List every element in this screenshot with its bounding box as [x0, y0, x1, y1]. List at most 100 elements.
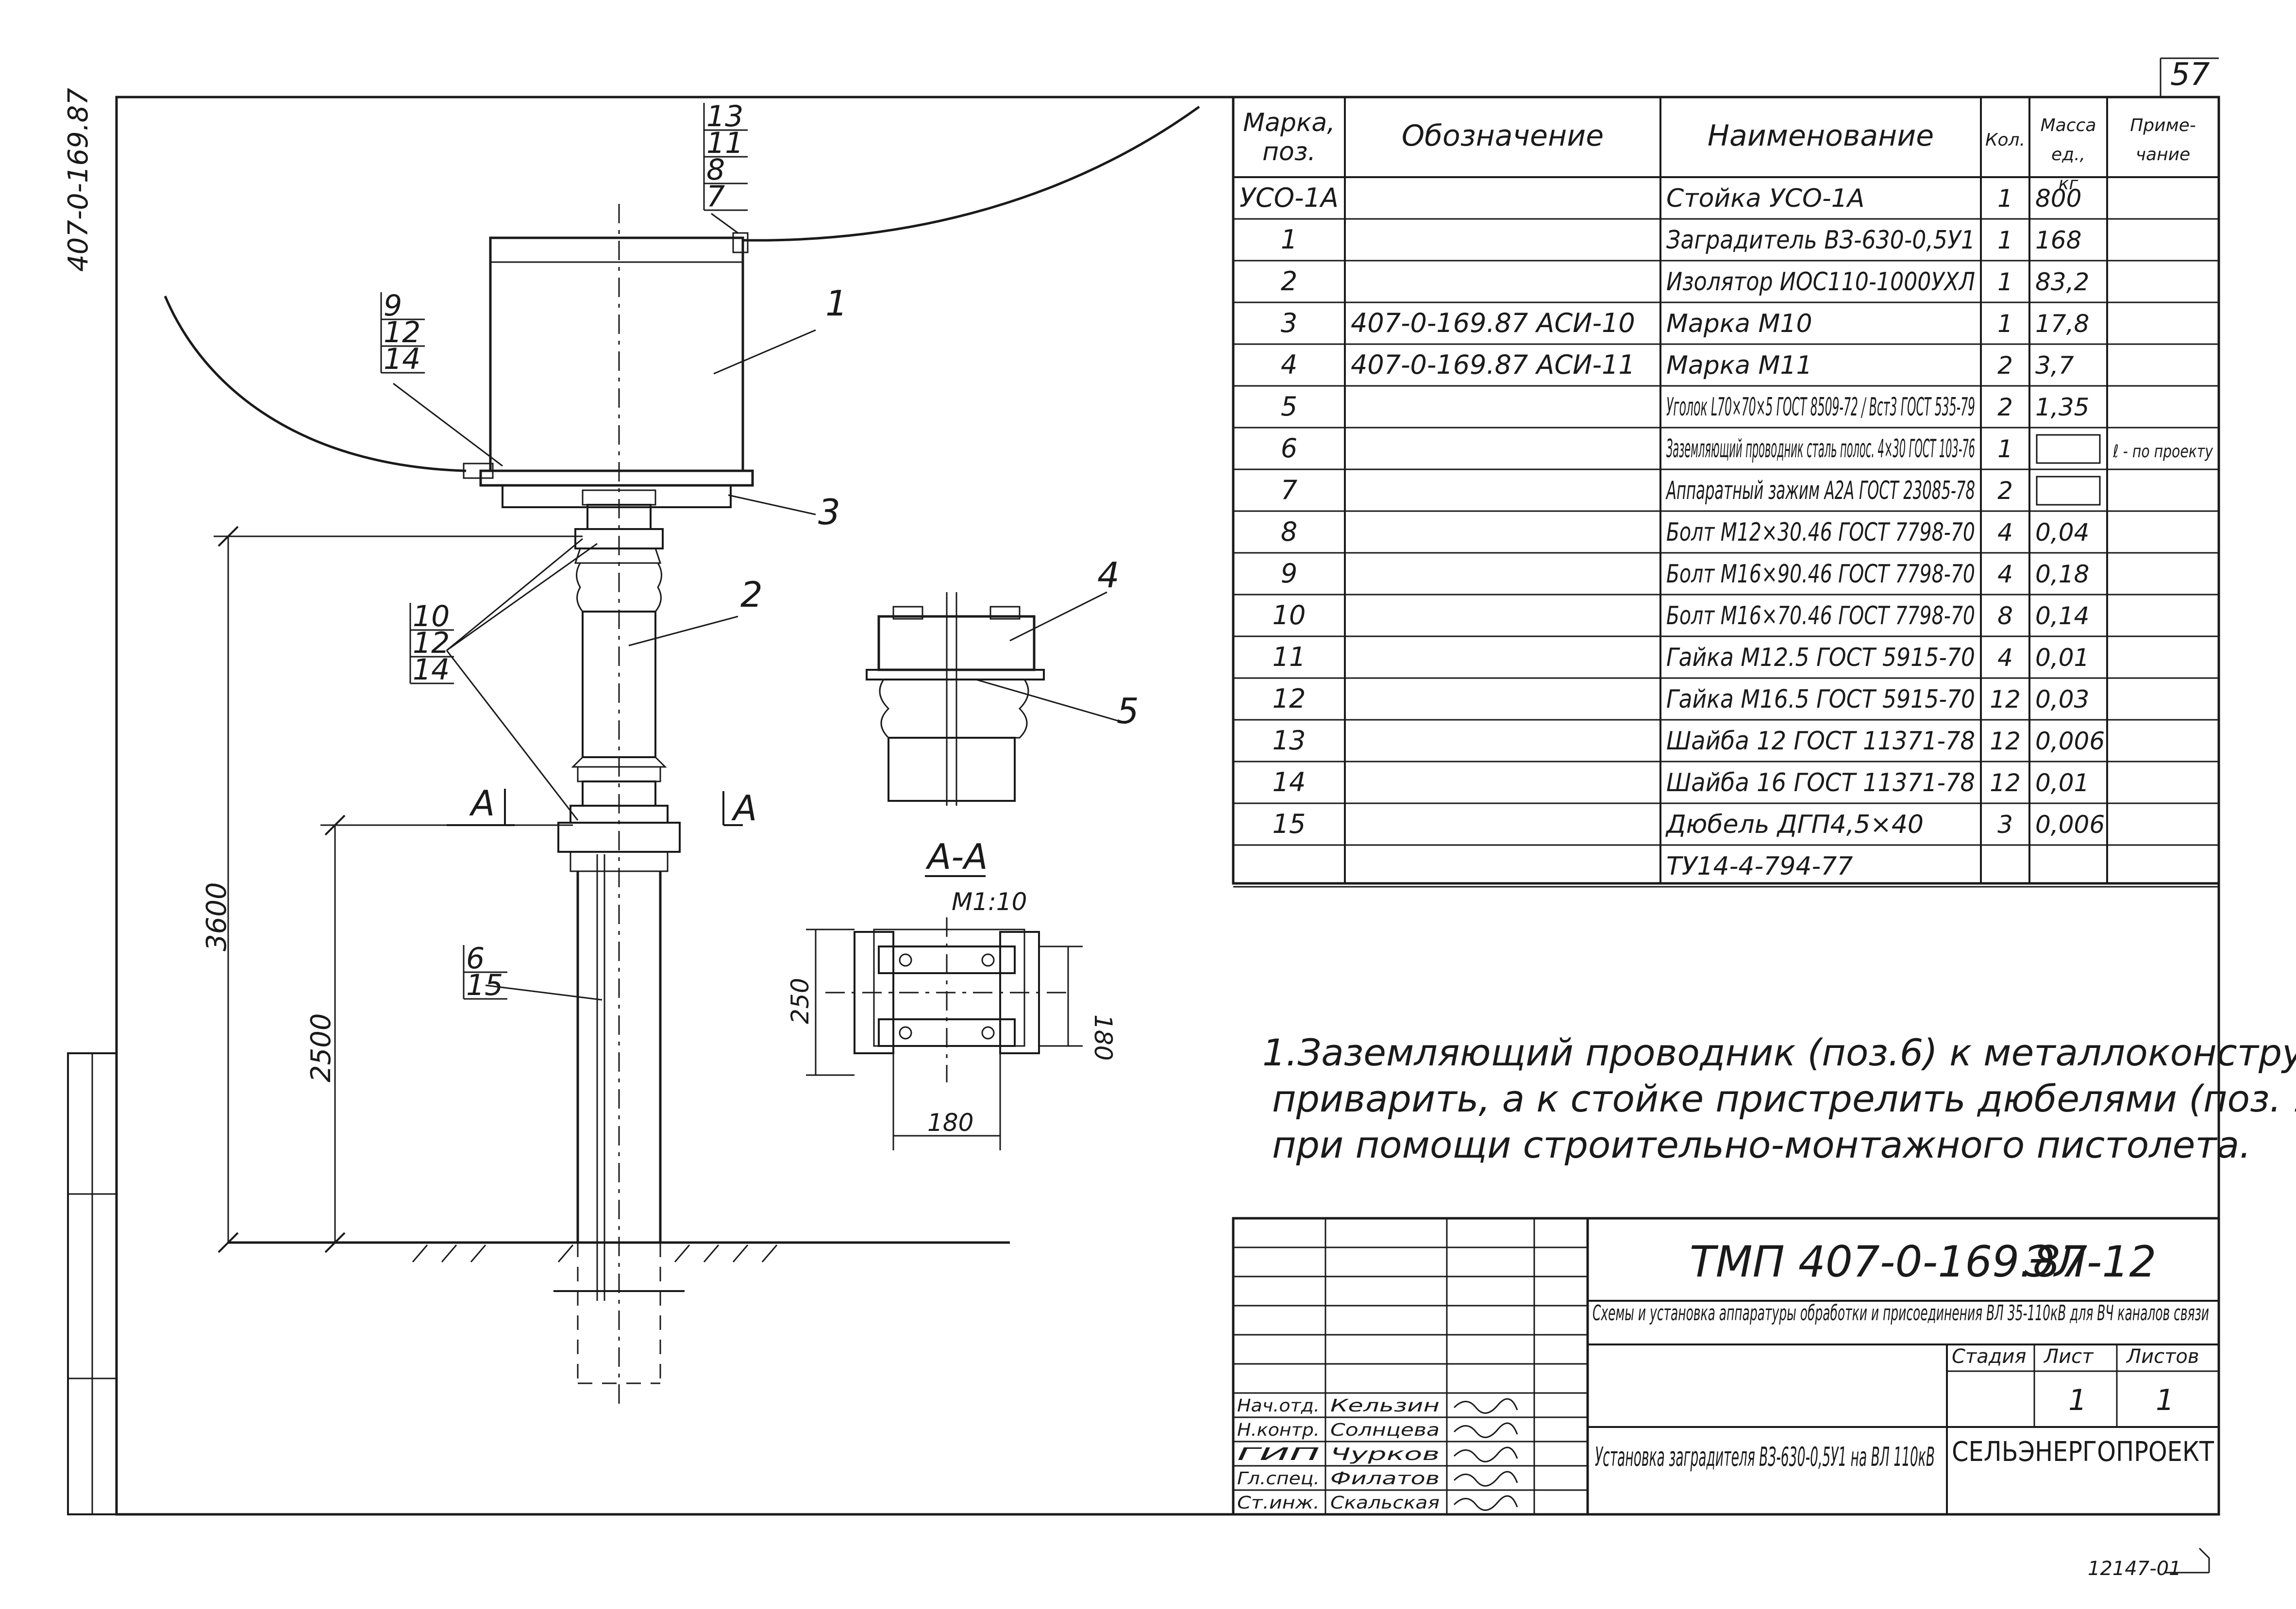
table-cell: Уголок L70×70×5 ГОСТ 8509-72 / Вст3 ГОСТ…: [1666, 393, 1975, 422]
doc-code: ТМП 407-0-169.87: [1690, 1237, 2087, 1287]
table-cell: Дюбель ДГП4,5×40: [1665, 810, 1924, 839]
drawing-title: Установка заградителя ВЗ-630-0,5У1 на ВЛ…: [1595, 1442, 1935, 1472]
table-cell: 0,006: [2035, 727, 2105, 755]
signer-name: Филатов: [1330, 1469, 1440, 1489]
table-cell: 4: [1997, 560, 2013, 588]
table-header-cell: Наименование: [1708, 119, 1934, 153]
table-cell: 12: [1273, 683, 1306, 714]
table-header-cell: поз.: [1262, 137, 1316, 166]
table-cell: 83,2: [2035, 268, 2089, 296]
table-cell: 10: [1273, 600, 1306, 630]
sheet-label: Лист: [2043, 1345, 2094, 1368]
callout-2: 2: [740, 574, 763, 615]
callout-top-stack: 7: [706, 180, 725, 214]
section-title: А-А: [925, 836, 988, 877]
table-cell: 17,8: [2035, 310, 2089, 338]
table-cell: 12: [1990, 727, 2021, 755]
table-cell: 168: [2035, 226, 2081, 254]
table-cell: 1,35: [2035, 393, 2089, 421]
callout-top-stack: 13: [706, 100, 743, 133]
table-cell: 13: [1273, 725, 1306, 756]
table-cell: Шайба 12 ГОСТ 11371-78: [1666, 727, 1975, 756]
table-header-cell: чание: [2136, 145, 2190, 165]
table-cell: 1: [1997, 226, 2013, 254]
table-cell: 3: [1281, 308, 1297, 338]
page-number: 57: [2170, 57, 2210, 93]
callout-3: 3: [818, 492, 840, 532]
dim-180-side: 180: [1089, 1014, 1117, 1061]
table-cell: Болт М16×70.46 ГОСТ 7798-70: [1666, 601, 1975, 630]
table-cell: 3: [1997, 811, 2013, 839]
table-cell: 0,14: [2035, 602, 2089, 630]
table-cell: Аппаратный зажим А2А ГОСТ 23085-78: [1665, 476, 1975, 505]
callout-left-stack: 14: [384, 342, 420, 376]
table-cell: ТУ14-4-794-77: [1666, 852, 1853, 881]
table-cell: 1: [1997, 310, 2013, 338]
table-cell: 407-0-169.87 АСИ-10: [1351, 308, 1635, 338]
blank-mass-box: [2036, 476, 2101, 506]
blank-mass-box: [2036, 434, 2101, 464]
table-cell: 12: [1990, 769, 2021, 797]
table-cell: 0,03: [2035, 685, 2089, 713]
signer-name: Чурков: [1330, 1444, 1440, 1464]
sheet-code: ЭЛ-12: [2024, 1237, 2156, 1287]
table-cell: УСО-1А: [1240, 182, 1339, 213]
table-cell: 8: [1997, 602, 2013, 630]
table-cell: Шайба 16 ГОСТ 11371-78: [1666, 768, 1975, 797]
table-header-cell: кг: [2059, 174, 2079, 194]
section-mark-left: А: [469, 783, 495, 824]
note-line-2: приварить, а к стойке пристрелить дюбеля…: [1272, 1077, 2296, 1120]
table-cell: 1: [1281, 224, 1297, 255]
dim-2500: 2500: [305, 1013, 337, 1082]
table-cell: 407-0-169.87 АСИ-11: [1351, 349, 1635, 380]
table-cell: 800: [2035, 184, 2081, 213]
table-cell: Гайка М16.5 ГОСТ 5915-70: [1666, 685, 1975, 714]
signer-name: Скальская: [1330, 1493, 1440, 1513]
table-cell: 3,7: [2035, 351, 2074, 380]
signer-name: Солнцева: [1330, 1420, 1440, 1440]
callout-5: 5: [1117, 691, 1139, 731]
note-text: 1.Заземляющий проводник (поз.6) к металл…: [1262, 1031, 2296, 1166]
section-a-a-view: А-А М1:10 250 180 180: [786, 836, 1117, 1150]
table-cell: Заградитель ВЗ-630-0,5У1: [1666, 226, 1975, 255]
table-cell: 1: [1997, 268, 2013, 296]
table-cell: 4: [1281, 349, 1297, 380]
table-cell: 8: [1281, 516, 1297, 547]
section-mark-right: А: [731, 788, 757, 829]
signature-mark: [1453, 1422, 1518, 1438]
table-cell: 2: [1281, 266, 1297, 297]
callout-1: 1: [825, 283, 848, 324]
project-title: Схемы и установка аппаратуры обработки и…: [1592, 1301, 2209, 1326]
callout-4: 4: [1097, 555, 1120, 596]
side-code: 407-0-169.87: [63, 88, 94, 272]
table-cell: 0,04: [2035, 518, 2089, 547]
signer-role: Ст.инж.: [1237, 1493, 1320, 1513]
table-cell: 2: [1997, 393, 2013, 421]
table-cell: Болт М12×30.46 ГОСТ 7798-70: [1666, 518, 1975, 547]
signer-role: Нач.отд.: [1237, 1396, 1320, 1416]
organization: СЕЛЬЭНЕРГОПРОЕКТ: [1952, 1436, 2214, 1468]
signature-mark: [1453, 1398, 1518, 1414]
table-cell: 15: [1273, 809, 1306, 839]
table-header-cell: Кол.: [1985, 130, 2025, 150]
dim-250: 250: [786, 978, 814, 1024]
table-cell: 14: [1273, 767, 1306, 797]
table-cell: 5: [1281, 391, 1297, 422]
signer-name: Кельзин: [1330, 1396, 1440, 1416]
callout-top-stack: 8: [706, 153, 725, 187]
table-cell: 4: [1997, 518, 2013, 547]
ground-hatch: [412, 1244, 778, 1262]
line-trap-body: [489, 236, 744, 472]
signature-mark: [1453, 1446, 1518, 1462]
detail-view-marker: [866, 591, 1127, 806]
sheets-label: Листов: [2126, 1345, 2199, 1368]
note-line-3: при помощи строительно-монтажного пистол…: [1272, 1123, 2251, 1166]
note-line-1: 1.Заземляющий проводник (поз.6) к металл…: [1262, 1031, 2296, 1074]
table-cell: 9: [1281, 558, 1297, 589]
table-cell: 11: [1273, 642, 1306, 672]
table-cell: 1: [1997, 435, 2013, 463]
